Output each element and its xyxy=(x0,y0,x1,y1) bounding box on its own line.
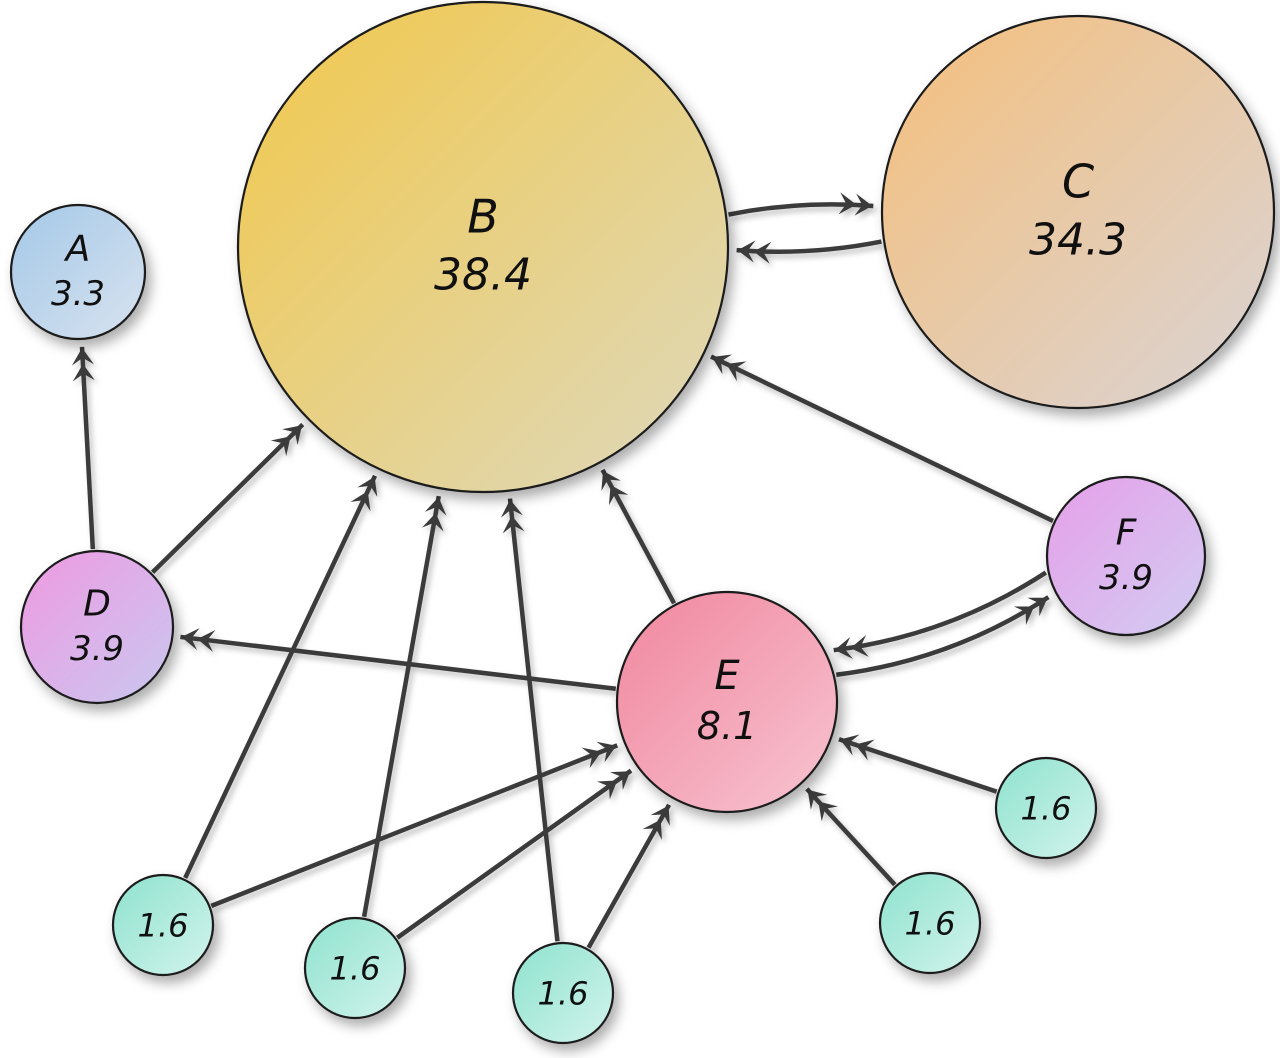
node-circle-K xyxy=(994,756,1098,860)
edge-G-to-B xyxy=(183,474,378,879)
node-value-D: 3.9 xyxy=(70,629,124,669)
edge-F-to-B xyxy=(710,354,1054,523)
node-circle-J xyxy=(878,871,982,975)
node-circle-D xyxy=(19,549,175,705)
node-G: 1.6 xyxy=(111,873,215,977)
edge-C-to-B xyxy=(736,239,882,264)
node-J: 1.6 xyxy=(878,871,982,975)
edge-I-to-E xyxy=(586,803,672,949)
node-circle-A xyxy=(9,203,147,341)
node-value-F: 3.9 xyxy=(1099,558,1153,598)
node-F: F 3.9 xyxy=(1045,475,1207,637)
edge-J-to-E xyxy=(805,787,897,887)
node-label-F: F xyxy=(1116,512,1138,553)
edges-layer xyxy=(71,192,1054,949)
node-circle-C xyxy=(880,14,1276,410)
node-C: C 34.3 xyxy=(880,14,1276,410)
node-D: D 3.9 xyxy=(19,549,175,705)
node-value-J: 1.6 xyxy=(905,905,956,943)
edge-H-to-E xyxy=(395,768,633,940)
node-value-K: 1.6 xyxy=(1021,790,1072,828)
node-H: 1.6 xyxy=(303,916,407,1020)
edge-D-to-B xyxy=(151,422,305,574)
edge-G-to-E xyxy=(210,741,619,908)
node-I: 1.6 xyxy=(511,941,615,1045)
edge-E-to-F xyxy=(836,595,1050,678)
edge-K-to-E xyxy=(838,734,998,794)
node-K: 1.6 xyxy=(994,756,1098,860)
edge-H-to-B xyxy=(361,495,447,918)
node-value-I: 1.6 xyxy=(538,975,589,1013)
node-circle-H xyxy=(303,916,407,1020)
node-value-E: 8.1 xyxy=(697,704,757,748)
node-label-E: E xyxy=(714,653,740,699)
edge-E-to-B xyxy=(600,468,677,605)
node-value-A: 3.3 xyxy=(51,274,105,314)
node-B: B 38.4 xyxy=(236,0,730,494)
node-E: E 8.1 xyxy=(615,590,839,814)
node-value-B: 38.4 xyxy=(434,249,532,300)
node-circle-I xyxy=(511,941,615,1045)
edge-F-to-E xyxy=(833,570,1048,659)
node-label-C: C xyxy=(1062,154,1094,208)
edge-D-to-A xyxy=(71,346,96,550)
node-circle-F xyxy=(1045,475,1207,637)
node-label-D: D xyxy=(83,583,111,624)
edge-B-to-C xyxy=(728,192,874,217)
edge-I-to-B xyxy=(500,498,560,942)
node-A: A 3.3 xyxy=(9,203,147,341)
node-value-C: 34.3 xyxy=(1029,214,1127,265)
node-value-H: 1.6 xyxy=(330,950,381,988)
edge-E-to-D xyxy=(180,628,617,691)
node-label-B: B xyxy=(467,189,499,243)
node-circle-B xyxy=(236,0,730,494)
node-value-G: 1.6 xyxy=(138,907,189,945)
node-circle-G xyxy=(111,873,215,977)
node-label-A: A xyxy=(64,228,91,269)
nodes-layer: A 3.3 B 38.4 C 34.3D 3.9E 8.1 F 3.9 1.6 1.6 1.6 1.6 1.… xyxy=(9,0,1276,1045)
node-circle-E xyxy=(615,590,839,814)
